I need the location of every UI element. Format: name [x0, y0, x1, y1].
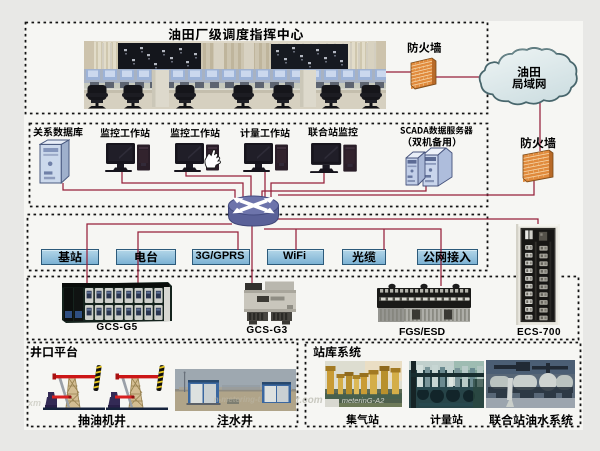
svg-text:n-metering-t: n-metering-t	[214, 395, 261, 404]
svg-text:meterinG-A2: meterinG-A2	[342, 396, 385, 405]
